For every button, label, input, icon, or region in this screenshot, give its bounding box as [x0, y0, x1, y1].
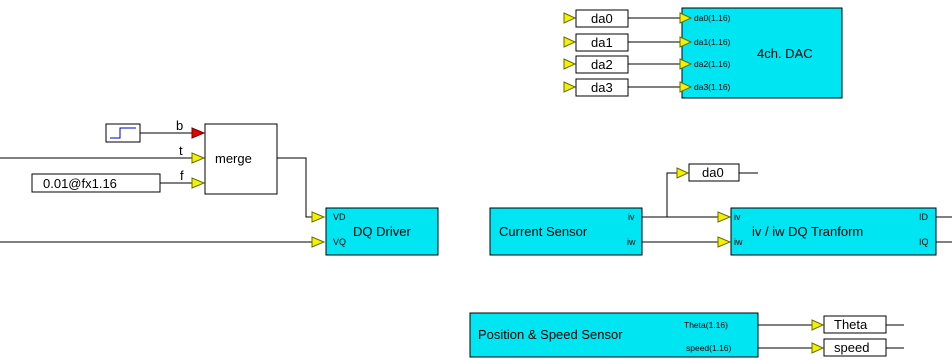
- port-arrow-icon: [563, 36, 577, 48]
- current-sensor-block[interactable]: [489, 207, 643, 256]
- da0-tap-label: da0: [702, 165, 724, 180]
- step-source-icon: [110, 127, 136, 139]
- port-arrow-icon: [679, 58, 693, 70]
- dac-port-label: da1(1.16): [694, 37, 731, 47]
- dq-transform-port-id: ID: [919, 212, 929, 222]
- output-theta-label: Theta: [834, 317, 868, 332]
- port-arrow-icon: [717, 211, 732, 223]
- port-arrow-icon: [717, 236, 732, 248]
- port-arrow-icon: [191, 177, 206, 189]
- port-arrow-icon: [563, 58, 577, 70]
- step-source[interactable]: [105, 123, 141, 143]
- current-sensor-port-iw: iw: [627, 237, 636, 247]
- port-arrow-icon: [679, 36, 693, 48]
- position-sensor-port-speed: speed(1.16): [686, 343, 732, 353]
- port-arrow-icon: [563, 81, 577, 93]
- port-arrow-icon: [191, 127, 206, 139]
- merge-title: merge: [215, 151, 252, 166]
- position-sensor-section: Position & Speed Sensor Theta(1.16) spee…: [469, 312, 904, 358]
- dq-transform-section: iv iw iv / iw DQ Tranform ID IQ: [642, 207, 952, 256]
- dq-transform-title: iv / iw DQ Tranform: [752, 224, 863, 239]
- dac-input-label: da1: [591, 35, 613, 50]
- port-arrow-icon: [563, 12, 577, 24]
- merge-block[interactable]: [204, 123, 278, 195]
- merge-port-t: t: [179, 143, 183, 158]
- dac-input-label: da0: [591, 11, 613, 26]
- dac-input-label: da3: [591, 80, 613, 95]
- dac-port-label: da2(1.16): [694, 59, 731, 69]
- merge-section: b t 0.01@fx1.16 f merge: [0, 118, 312, 218]
- dac-title: 4ch. DAC: [757, 46, 813, 61]
- current-sensor-port-iv: iv: [628, 212, 635, 222]
- constant-value: 0.01@fx1.16: [43, 176, 117, 191]
- port-arrow-icon: [191, 152, 206, 164]
- dq-transform-port-iv: iv: [734, 212, 741, 222]
- dac-input-label: da2: [591, 57, 613, 72]
- dq-transform-port-iq: IQ: [919, 237, 929, 247]
- output-theta[interactable]: Theta: [811, 315, 904, 334]
- port-arrow-icon: [811, 342, 825, 354]
- output-speed[interactable]: speed: [811, 338, 904, 357]
- output-speed-label: speed: [834, 340, 869, 355]
- dac-input-da1[interactable]: da1: [563, 33, 680, 52]
- port-arrow-icon: [811, 319, 825, 331]
- port-arrow-icon: [311, 211, 326, 223]
- dq-transform-block[interactable]: [730, 207, 937, 256]
- dq-transform-port-iw: iw: [734, 237, 743, 247]
- position-sensor-port-theta: Theta(1.16): [684, 320, 728, 330]
- current-sensor-section: Current Sensor iv iw: [489, 207, 643, 256]
- dq-driver-section: VD VQ DQ Driver: [0, 207, 439, 256]
- step-source-box[interactable]: [105, 123, 141, 143]
- port-arrow-icon: [679, 12, 693, 24]
- dac-input-da3[interactable]: da3: [563, 78, 680, 97]
- dac-input-da2[interactable]: da2: [563, 55, 680, 74]
- position-sensor-title: Position & Speed Sensor: [478, 327, 623, 342]
- merge-port-f: f: [180, 168, 184, 183]
- port-arrow-icon: [676, 167, 690, 179]
- merge-port-b: b: [176, 118, 183, 133]
- current-sensor-title: Current Sensor: [499, 224, 588, 239]
- dac-port-label: da0(1.16): [694, 13, 731, 23]
- port-arrow-icon: [679, 81, 693, 93]
- position-sensor-block[interactable]: [469, 312, 759, 358]
- da0-tap-section: da0: [666, 163, 758, 217]
- dac-input-da0[interactable]: da0: [563, 9, 680, 28]
- dac-section: da0 da1 da2 da3 da0(1.16) da1(1.16): [563, 7, 843, 99]
- port-arrow-icon: [311, 236, 326, 248]
- dac-block[interactable]: [681, 7, 843, 99]
- dq-driver-block[interactable]: [325, 207, 439, 256]
- dq-driver-title: DQ Driver: [353, 224, 411, 239]
- dq-driver-port-vq: VQ: [333, 237, 346, 247]
- dac-port-label: da3(1.16): [694, 82, 731, 92]
- dq-driver-port-vd: VD: [333, 212, 346, 222]
